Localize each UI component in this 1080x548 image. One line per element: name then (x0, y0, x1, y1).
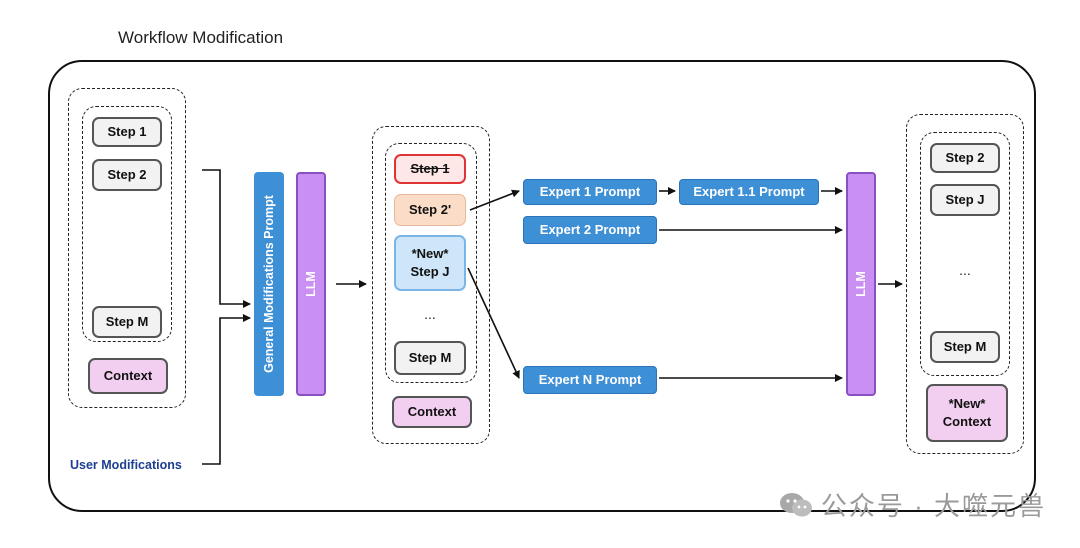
watermark: 公众号 · 大噬元兽 (779, 486, 1046, 523)
expert-1-1-prompt: Expert 1.1 Prompt (679, 179, 819, 205)
left-step-1: Step 1 (92, 117, 162, 147)
right-new-context: *New* Context (926, 384, 1008, 442)
right-context-line1: *New* (948, 396, 986, 411)
middle-new-step-j: *New* Step J (394, 235, 466, 291)
arrow-usermods-to-prompt (202, 314, 251, 465)
right-ellipsis: ... (959, 262, 971, 278)
workflow-frame (48, 60, 1036, 512)
right-context-line2: Context (942, 414, 992, 429)
llm-block-1: LLM (296, 172, 326, 396)
expert-1-prompt: Expert 1 Prompt (523, 179, 657, 205)
middle-step-1-removed: Step 1 (394, 154, 466, 184)
middle-ellipsis: ... (424, 306, 436, 322)
wechat-icon (779, 492, 812, 516)
left-step-m: Step M (92, 306, 162, 338)
arrow-stepj-to-expertn (467, 267, 520, 379)
right-step-m: Step M (930, 331, 1000, 363)
left-context: Context (88, 358, 168, 394)
general-modifications-prompt: General Modifications Prompt (254, 172, 284, 396)
modified-workflow-group (372, 126, 490, 444)
original-workflow-group (68, 88, 186, 408)
page-title: Workflow Modification (118, 28, 284, 47)
new-step-line2: Step J (410, 264, 450, 279)
llm-block-2: LLM (846, 172, 876, 396)
middle-step-m: Step M (394, 341, 466, 375)
new-step-line1: *New* (411, 246, 449, 261)
modified-steps-group (385, 143, 477, 383)
middle-step-2-modified: Step 2' (394, 194, 466, 226)
right-step-2: Step 2 (930, 143, 1000, 173)
right-step-j: Step J (930, 184, 1000, 216)
arrow-steps-to-prompt (202, 169, 251, 308)
watermark-text: 公众号 · 大噬元兽 (820, 491, 1046, 521)
middle-step-1-label: Step 1 (410, 161, 450, 176)
left-step-2: Step 2 (92, 159, 162, 191)
final-steps-group (920, 132, 1010, 376)
expert-2-prompt: Expert 2 Prompt (523, 216, 657, 244)
final-workflow-group (906, 114, 1024, 454)
original-steps-group (82, 106, 172, 342)
arrow-step2-to-expert1 (469, 189, 520, 211)
user-modifications-label: User Modifications (70, 458, 182, 472)
expert-n-prompt: Expert N Prompt (523, 366, 657, 394)
middle-context: Context (392, 396, 472, 428)
